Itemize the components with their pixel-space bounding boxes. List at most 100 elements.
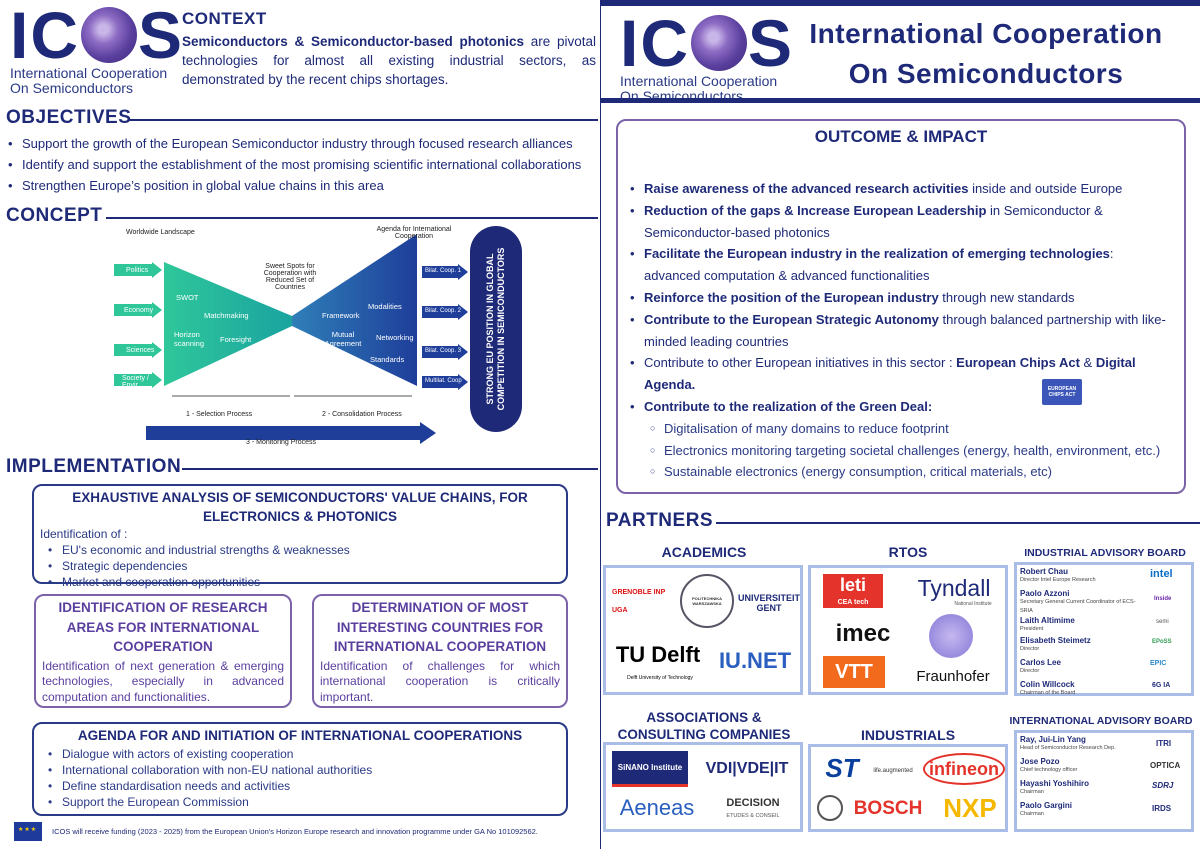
logo-subtitle-1: International Cooperation bbox=[10, 65, 168, 81]
intel-logo: intel bbox=[1150, 568, 1173, 580]
sinano-logo: SiNANO Institute bbox=[612, 751, 688, 787]
logo-letters: S bbox=[748, 6, 795, 80]
header-rule bbox=[600, 98, 1200, 103]
st-tagline: life.augmented bbox=[873, 768, 913, 774]
output-bilat-2: Bilat. Coop. 2 bbox=[425, 308, 462, 314]
logo-subtitle-1: International Cooperation bbox=[620, 73, 778, 89]
tyndall-subtitle: National Institute bbox=[954, 601, 992, 607]
outcome-item: Contribute to the European Strategic Aut… bbox=[630, 309, 1172, 353]
word-standards: Standards bbox=[370, 355, 405, 364]
st-logo: ST bbox=[825, 752, 859, 783]
box-value-chains: EXHAUSTIVE ANALYSIS OF SEMICONDUCTORS' V… bbox=[32, 484, 568, 590]
tu-delft-logo: TU Delft bbox=[615, 642, 701, 667]
strong-eu-ellipse: STRONG EU POSITION IN GLOBAL COMPETITION… bbox=[470, 226, 522, 432]
selection-process-label: 1 - Selection Process bbox=[186, 411, 253, 418]
worldwide-landscape-label: Worldwide Landscape bbox=[126, 229, 195, 236]
objective-item: Support the growth of the European Semic… bbox=[8, 133, 598, 154]
box-research-areas: IDENTIFICATION OF RESEARCH AREAS FOR INT… bbox=[34, 594, 292, 708]
industrials-box: ST life.augmented infineon BOSCH NXP bbox=[808, 744, 1008, 832]
funding-footer: ICOS will receive funding (2023 - 2025) … bbox=[14, 822, 584, 841]
objectives-title: OBJECTIVES bbox=[6, 107, 132, 128]
outcome-item: Facilitate the European industry in the … bbox=[630, 243, 1172, 287]
partners-rule bbox=[716, 522, 1200, 524]
partners-title: PARTNERS bbox=[606, 510, 714, 531]
word-swot: SWOT bbox=[176, 293, 199, 302]
logo-letters: S bbox=[138, 0, 185, 72]
cea-tech-logo: CEA tech bbox=[823, 596, 883, 608]
output-bilat-1: Bilat. Coop. 1 bbox=[425, 268, 462, 274]
logo-globe-icon bbox=[691, 15, 747, 71]
logo-letters: IC bbox=[10, 0, 80, 72]
box-countries-title: DETERMINATION OF MOST INTERESTING COUNTR… bbox=[333, 600, 547, 654]
iab-title: INDUSTRIAL ADVISORY BOARD bbox=[1024, 547, 1186, 559]
rto-chip-icon bbox=[929, 614, 973, 658]
value-chain-item: Strategic dependencies bbox=[48, 558, 560, 574]
vdi-vde-it-logo: VDI|VDE|IT bbox=[705, 760, 789, 777]
monitoring-arrow-head bbox=[420, 422, 436, 444]
aeneas-logo: Aeneas bbox=[619, 795, 695, 820]
page-title-line-1: International Cooperation bbox=[809, 18, 1163, 49]
leti-logo: leti bbox=[823, 574, 883, 596]
word-modalities: Modalities bbox=[368, 302, 402, 311]
input-society: Society / Envir. bbox=[122, 375, 149, 389]
context-bold-1: Semiconductors bbox=[182, 34, 288, 49]
6gia-logo: 6G IA bbox=[1152, 682, 1171, 689]
eposs-logo: EPoSS bbox=[1152, 639, 1172, 645]
objectives-list: Support the growth of the European Semic… bbox=[8, 133, 598, 196]
consolidation-process-label: 2 - Consolidation Process bbox=[322, 411, 402, 418]
associations-title: ASSOCIATIONS & CONSULTING COMPANIES bbox=[617, 710, 791, 742]
irds-logo: IRDS bbox=[1152, 804, 1172, 813]
outcome-subitem: Digitalisation of many domains to reduce… bbox=[630, 418, 1172, 440]
box-agenda-list: Dialogue with actors of existing coopera… bbox=[34, 746, 566, 810]
value-chain-item: Market and cooperation opportunities bbox=[48, 574, 560, 590]
box-agenda-title: AGENDA FOR AND INITIATION OF INTERNATION… bbox=[77, 728, 523, 743]
academics-box: GRENOBLE INP UGA POLITECHNIKA WARSZAWSKA… bbox=[603, 565, 803, 695]
agenda-label: Agenda for International Cooperation bbox=[376, 226, 452, 240]
outcome-list: Raise awareness of the advanced research… bbox=[630, 178, 1172, 483]
outcome-item: Reduction of the gaps & Increase Europea… bbox=[630, 200, 1172, 244]
fraunhofer-logo: Fraunhofer bbox=[916, 667, 990, 685]
box-countries: DETERMINATION OF MOST INTERESTING COUNTR… bbox=[312, 594, 568, 708]
tyndall-logo: Tyndall bbox=[917, 574, 991, 601]
monitoring-process-label: 3 - Monitoring Process bbox=[246, 439, 317, 446]
concept-diagram bbox=[114, 234, 468, 444]
imec-logo: imec bbox=[835, 620, 891, 647]
funding-text: ICOS will receive funding (2023 - 2025) … bbox=[52, 827, 538, 836]
monitoring-arrow bbox=[146, 426, 422, 440]
logo-globe-icon bbox=[81, 7, 137, 63]
objective-item: Identify and support the establishment o… bbox=[8, 154, 598, 175]
top-bar bbox=[600, 0, 1200, 6]
implementation-rule bbox=[182, 468, 598, 470]
input-politics: Politics bbox=[126, 267, 149, 274]
output-bilat-3: Bilat. Coop. 3 bbox=[425, 348, 462, 354]
eu-flag-icon bbox=[14, 822, 42, 841]
box-research-areas-body: Identification of next generation & emer… bbox=[42, 658, 284, 704]
context-title: CONTEXT bbox=[182, 9, 267, 28]
outcome-item: Raise awareness of the advanced research… bbox=[630, 178, 1172, 200]
implementation-title: IMPLEMENTATION bbox=[6, 456, 182, 477]
academics-title: ACADEMICS bbox=[661, 544, 747, 560]
objectives-rule bbox=[128, 119, 598, 121]
outcome-item: Contribute to the realization of the Gre… bbox=[630, 396, 1172, 418]
value-chain-item: EU's economic and industrial strengths &… bbox=[48, 542, 560, 558]
funnel-right bbox=[292, 234, 417, 386]
box-research-areas-title: IDENTIFICATION OF RESEARCH AREAS FOR INT… bbox=[58, 600, 268, 654]
page-title-line-2: On Semiconductors bbox=[848, 58, 1124, 89]
rtos-title: RTOS bbox=[888, 544, 928, 560]
input-arrows bbox=[114, 262, 162, 388]
semi-logo: semi bbox=[1156, 619, 1169, 625]
agenda-item: Define standardisation needs and activit… bbox=[48, 778, 566, 794]
optica-logo: OPTICA bbox=[1150, 761, 1181, 770]
sweet-spots-label: Sweet Spots for Cooperation with Reduced… bbox=[263, 263, 317, 291]
output-arrows bbox=[422, 264, 468, 390]
intab-box bbox=[1014, 730, 1194, 832]
context-bold-2: Semiconductor-based photonics bbox=[311, 34, 524, 49]
itri-logo: ITRI bbox=[1156, 739, 1172, 748]
logo-letters: IC bbox=[620, 6, 690, 80]
grenoble-inp-logo: GRENOBLE INP UGA bbox=[612, 589, 666, 614]
input-sciences: Sciences bbox=[126, 347, 155, 354]
output-multilat: Multilat. Coop bbox=[425, 378, 462, 384]
associations-box: SiNANO Institute VDI|VDE|IT Aeneas DECIS… bbox=[603, 742, 803, 832]
